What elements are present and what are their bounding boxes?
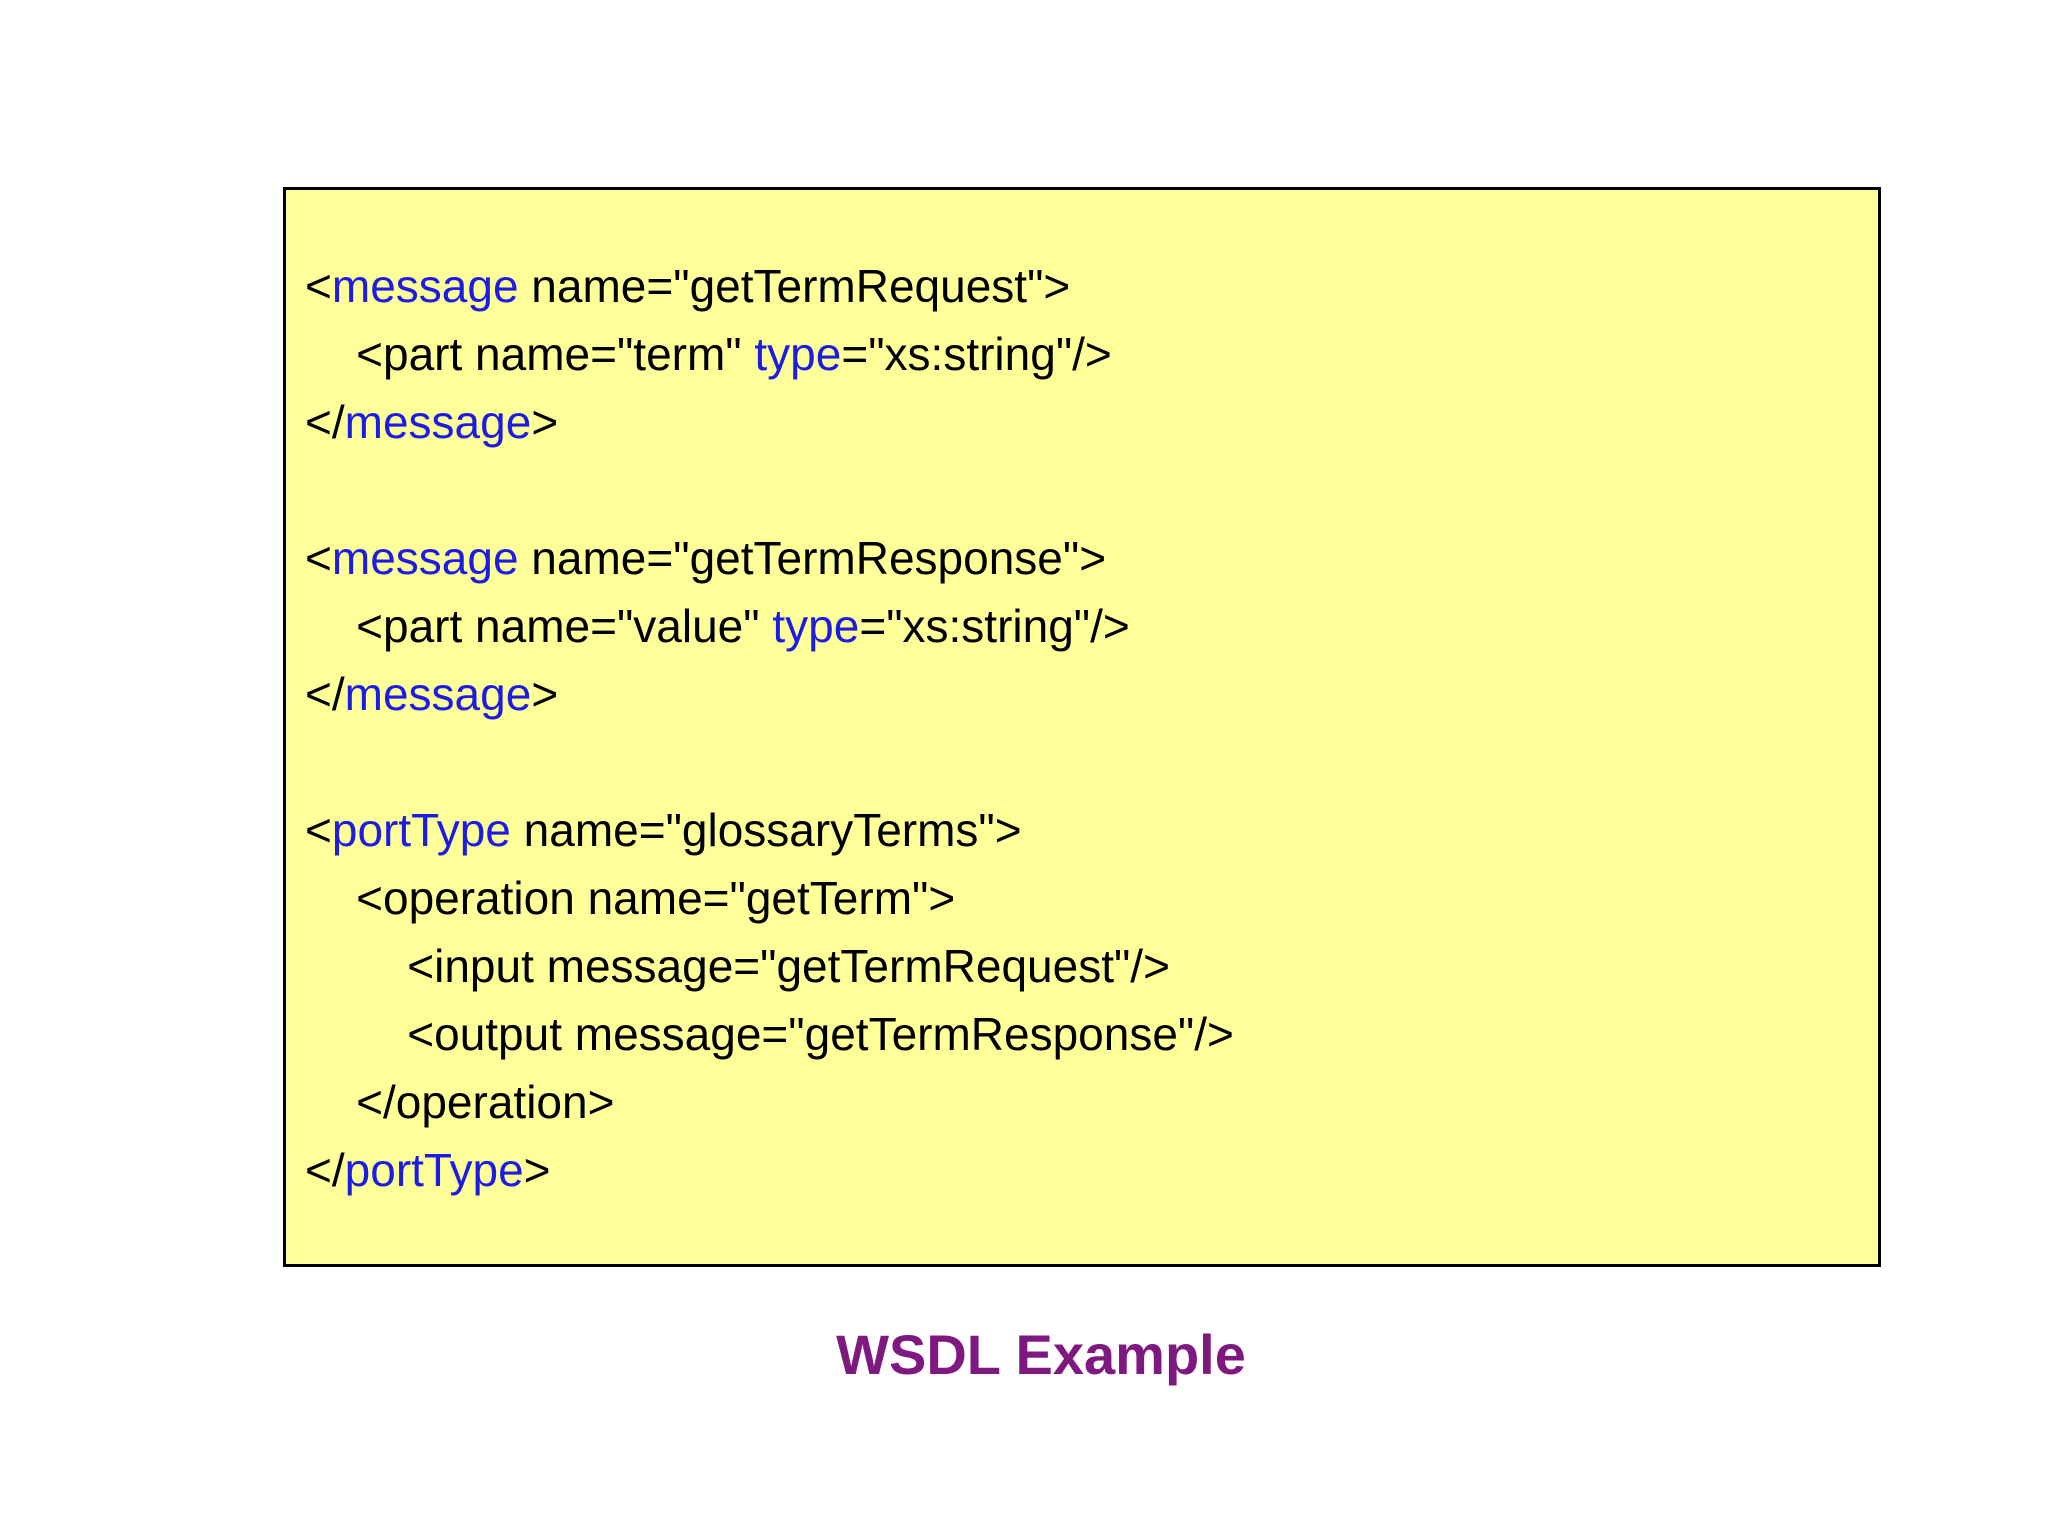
code-block: <message name="getTermRequest"> <part na… — [286, 190, 1878, 1234]
code-text: <part name="term" — [305, 328, 755, 380]
code-text: ="xs:string"/> — [859, 600, 1130, 652]
code-keyword: message — [331, 532, 519, 584]
code-text: < — [305, 804, 332, 856]
code-line: <part name="term" type="xs:string"/> — [305, 320, 1854, 388]
code-panel: <message name="getTermRequest"> <part na… — [283, 187, 1881, 1267]
code-text: <part name="value" — [305, 600, 773, 652]
code-keyword: type — [754, 328, 842, 380]
caption-wsdl-example: WSDL Example — [836, 1323, 1246, 1386]
code-line: <part name="value" type="xs:string"/> — [305, 592, 1854, 660]
code-line: <output message="getTermResponse"/> — [305, 1000, 1854, 1068]
code-text: > — [531, 668, 559, 720]
code-text: < — [305, 532, 332, 584]
code-line: <portType name="glossaryTerms"> — [305, 796, 1854, 864]
code-text: name="glossaryTerms"> — [510, 804, 1022, 856]
code-line: <input message="getTermRequest"/> — [305, 932, 1854, 1000]
code-text: <operation name="getTerm"> — [305, 872, 956, 924]
code-line — [305, 728, 1854, 796]
code-line: <message name="getTermResponse"> — [305, 524, 1854, 592]
code-keyword: portType — [331, 804, 511, 856]
code-keyword: message — [344, 668, 532, 720]
code-text: </ — [305, 668, 345, 720]
code-text: name="getTermRequest"> — [518, 260, 1071, 312]
code-text: name="getTermResponse"> — [518, 532, 1107, 584]
code-line: </message> — [305, 660, 1854, 728]
code-text: </ — [305, 1144, 345, 1196]
code-text: </ — [305, 396, 345, 448]
code-keyword: message — [331, 260, 519, 312]
code-line — [305, 456, 1854, 524]
code-text: ="xs:string"/> — [841, 328, 1112, 380]
code-text: <input message="getTermRequest"/> — [305, 940, 1170, 992]
code-text: > — [531, 396, 559, 448]
code-keyword: portType — [344, 1144, 524, 1196]
code-line: <operation name="getTerm"> — [305, 864, 1854, 932]
code-text: </operation> — [305, 1076, 615, 1128]
code-line: </portType> — [305, 1136, 1854, 1204]
code-keyword: message — [344, 396, 532, 448]
code-text: > — [523, 1144, 551, 1196]
code-keyword: type — [772, 600, 860, 652]
code-line: </message> — [305, 388, 1854, 456]
code-line: <message name="getTermRequest"> — [305, 252, 1854, 320]
code-text: < — [305, 260, 332, 312]
code-text: <output message="getTermResponse"/> — [305, 1008, 1234, 1060]
code-line: </operation> — [305, 1068, 1854, 1136]
